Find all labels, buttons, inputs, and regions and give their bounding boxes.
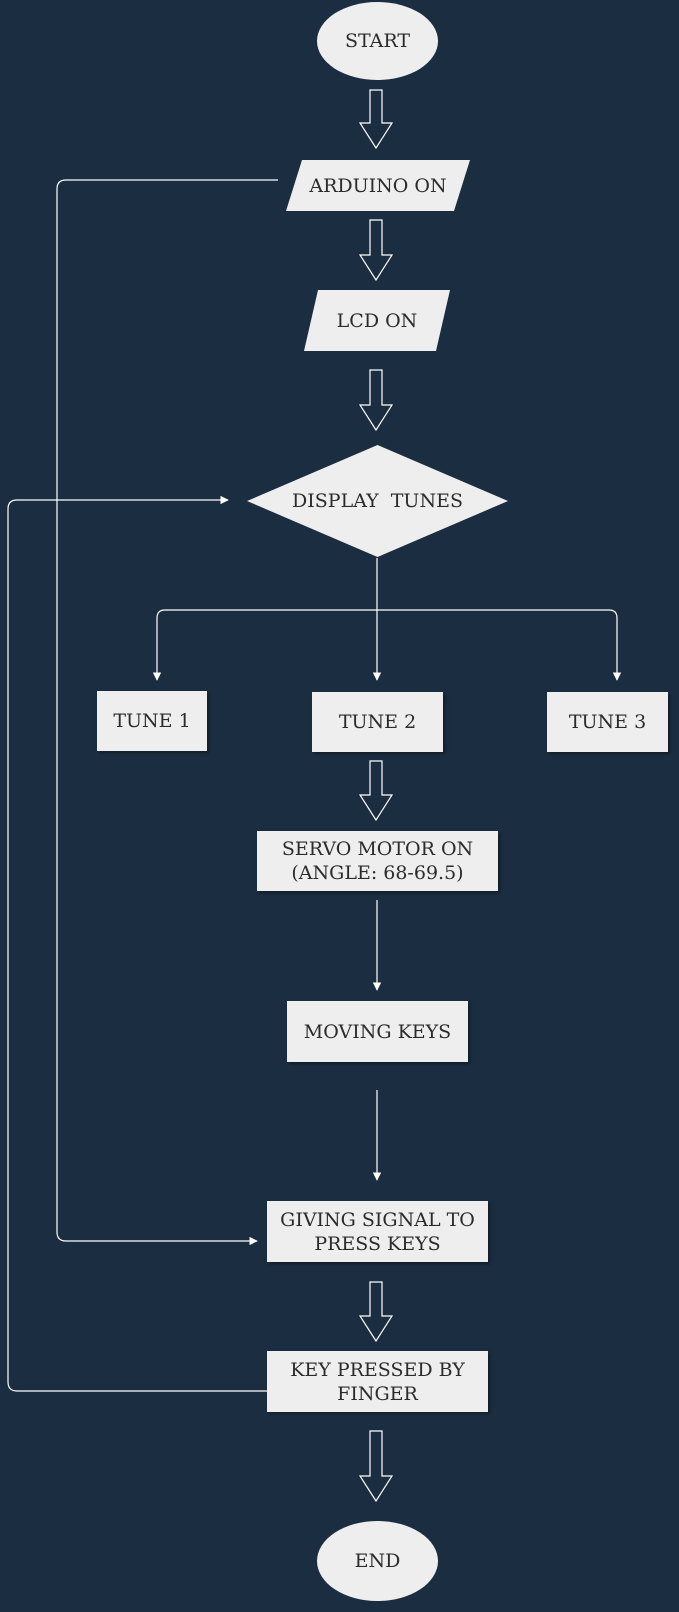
connector-keypressed-to-display [7,495,268,1392]
moving-keys-node: MOVING KEYS [287,1001,468,1062]
connector-arduino-to-signal [56,179,278,1246]
giving-signal-node: GIVING SIGNAL TO PRESS KEYS [267,1201,488,1262]
servo-motor-on-node: SERVO MOTOR ON (ANGLE: 68-69.5) [257,831,498,891]
tune-2-label: TUNE 2 [338,711,417,733]
display-tunes-label: DISPLAY TUNES [292,490,463,512]
lcd-on-label: LCD ON [336,309,418,332]
block-arrow-lcd-to-display [358,369,394,432]
servo-motor-on-label: SERVO MOTOR ON (ANGLE: 68-69.5) [281,838,474,884]
block-arrow-start-to-arduino [358,89,394,150]
giving-signal-label: GIVING SIGNAL TO PRESS KEYS [280,1208,475,1255]
tune-2-node: TUNE 2 [312,692,443,752]
end-label: END [354,1550,401,1572]
arduino-on-label: ARDUINO ON [309,174,447,197]
diamond-shape [247,445,508,557]
block-arrow-tune2-to-servo [358,760,394,822]
block-arrow-signal-to-keypressed [358,1281,394,1343]
key-pressed-label: KEY PRESSED BY FINGER [290,1358,465,1405]
block-arrow-arduino-to-lcd [358,219,394,282]
lcd-on-node: LCD ON [304,290,450,351]
arduino-on-node: ARDUINO ON [286,160,470,211]
parallelogram-shape [286,160,470,211]
start-label: START [344,30,410,52]
parallelogram-shape [304,290,450,351]
display-tunes-decision: DISPLAY TUNES [247,445,508,557]
tune-3-label: TUNE 3 [568,711,647,733]
block-arrow-keypressed-to-end [358,1430,394,1503]
tune-3-node: TUNE 3 [547,692,668,752]
connector-to-tune3 [377,609,622,681]
connector-to-tune1 [152,609,377,681]
start-terminal: START [317,2,438,80]
tune-1-label: TUNE 1 [113,710,191,732]
end-terminal: END [317,1521,438,1601]
tune-1-node: TUNE 1 [97,691,207,751]
key-pressed-node: KEY PRESSED BY FINGER [267,1351,488,1412]
moving-keys-label: MOVING KEYS [303,1020,452,1043]
